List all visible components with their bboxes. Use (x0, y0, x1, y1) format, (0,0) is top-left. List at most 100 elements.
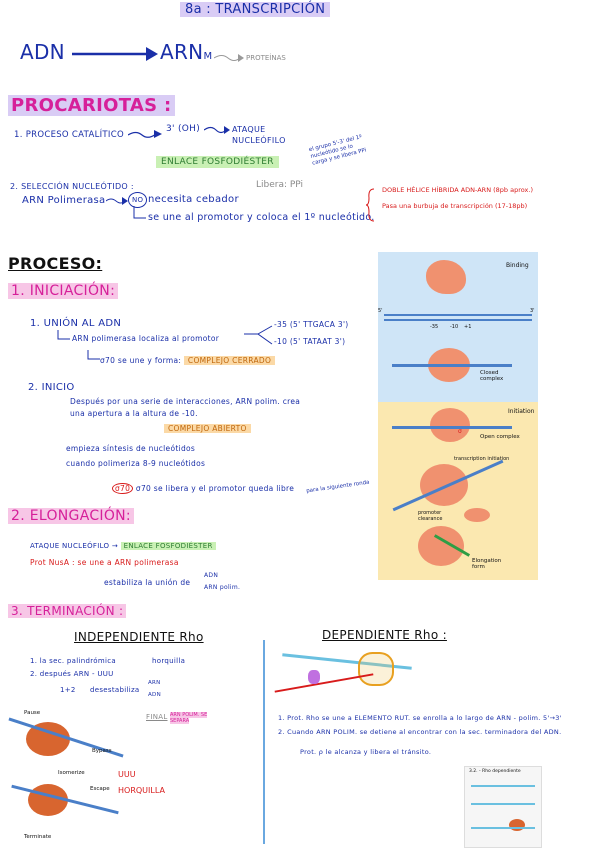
dna-line-3 (392, 426, 512, 429)
complejo-abierto: COMPLEJO ABIERTO (164, 424, 251, 433)
doble-helice: DOBLE HÉLICE HÍBRIDA ADN-ARN (8pb aprox.… (382, 186, 533, 194)
dep3: Prot. ρ le alcanza y libera el tránsito. (300, 748, 431, 756)
ind-horquilla: horquilla (152, 657, 186, 665)
fig-elongation: Elongation form (472, 558, 502, 570)
dep-thumb-line3 (471, 827, 535, 829)
enlace-text: ENLACE FOSFODIÉSTER (156, 156, 279, 168)
estabiliza-arn: ARN polim. (204, 584, 241, 591)
arn-label: ARNM (160, 40, 212, 64)
rho-protein (308, 670, 320, 684)
dependiente-heading: DEPENDIENTE Rho : (322, 628, 447, 642)
fig-3prime: 3' (530, 308, 535, 314)
escape-label: Escape (90, 786, 110, 792)
nusa-text: Prot NusA : se une a ARN polimerasa (30, 558, 179, 567)
fig-m10: -10 (450, 324, 459, 330)
fig-closed: Closed complex (480, 370, 504, 382)
pol-blob-1 (426, 260, 466, 294)
promotor-text: se une al promotor y coloca el 1º nucleó… (148, 212, 375, 223)
term-divider (263, 640, 265, 844)
horquilla-label: HORQUILLA (118, 786, 165, 795)
arrow-sigma (87, 350, 100, 360)
arn-sub: M (203, 51, 213, 62)
elongacion-text: 2. ELONGACIÓN: (8, 508, 134, 524)
arn-pol-separa: ARN POLIM. SE SEPARA (170, 712, 222, 724)
uuu-label: UUU (118, 770, 136, 779)
despues-text: Después por una serie de interacciones, … (70, 397, 301, 418)
cuando-polimeriza: cuando polimeriza 8-9 nucleótidos (66, 459, 206, 468)
fig-open: Open complex (480, 434, 520, 440)
fig-clearance: promoter clearance (418, 510, 443, 522)
arn-polimerasa: ARN Polimerasa (22, 195, 106, 206)
fig-tinit: transcription initiation (454, 456, 510, 462)
ind3: 1+2 (60, 686, 76, 694)
transcription-figure: Binding 5' 3' -35 -10 +1 Closed complex … (378, 252, 538, 580)
sigma-libera-wrap: σ70 σ70 se libera y el promotor queda li… (112, 483, 295, 494)
iniciacion-text: 1. INICIACIÓN: (8, 283, 119, 299)
proceso-heading: PROCESO: (8, 254, 103, 273)
dep-thumb-blob (509, 819, 525, 831)
arrow-arn-prot (214, 54, 244, 62)
elongacion-heading: 2. ELONGACIÓN: (8, 508, 134, 524)
dep3-text: Prot. ρ le alcanza y libera el tránsito. (300, 748, 432, 756)
pause-label: Pause (24, 710, 41, 716)
sigma-blob (464, 508, 490, 522)
ataque-text: ATAQUE NUCLEÓFILO (30, 542, 110, 550)
empieza-sintesis: empieza síntesis de nucleótidos (66, 444, 196, 453)
arrow-promotor (133, 206, 146, 219)
ind2: 2. después ARN - UUU (30, 670, 114, 678)
enlace2-text: ENLACE FOSFODIÉSTER (120, 542, 216, 550)
dna-line-1a (384, 314, 532, 316)
isomerize-label: Isomerize (58, 770, 85, 776)
sigma-libera-text: σ70 se libera y el promotor queda libre (135, 484, 295, 493)
dep1: 1. Prot. Rho se une a ELEMENTO RUT. se e… (278, 714, 578, 722)
brace-red (366, 188, 375, 222)
ind-arn: ARN (148, 680, 161, 686)
arrow-no (106, 197, 128, 205)
proceso-catalitico: 1. PROCESO CATALÍTICO (14, 130, 124, 140)
inicio-heading: 2. INICIO (28, 382, 75, 393)
ind-diagram: Pause Bypass Isomerize Escape Terminate (6, 708, 132, 846)
sigma-note: para la siguiente ronda (305, 479, 370, 495)
union-adn: 1. UNIÓN AL ADN (30, 318, 122, 329)
dna-line-2 (392, 364, 512, 367)
terminate-label: Terminate (24, 834, 52, 840)
fig-5prime: 5' (378, 308, 383, 314)
desestabiliza: desestabiliza (90, 686, 140, 694)
iniciacion-heading: 1. INICIACIÓN: (8, 283, 119, 299)
arn-pol-localiza: ARN polimerasa localiza al promotor (72, 334, 220, 343)
terminacion-heading: 3. TERMINACIÓN : (8, 604, 127, 618)
arrow-localiza (57, 330, 70, 340)
minus10: -10 (5' TATAAT 3') (274, 337, 346, 346)
dep-thumb-line1 (471, 785, 535, 787)
procariotas-heading-text: PROCARIOTAS : (8, 95, 175, 116)
dna-line-1b (384, 319, 532, 321)
ataque-nucleofilo: ATAQUE NUCLEÓFILO (232, 125, 286, 145)
independiente-heading: INDEPENDIENTE Rho (74, 630, 204, 644)
necesita-cebador: necesita cebador (148, 194, 239, 205)
page-title: 8a : TRANSCRIPCIÓN (174, 2, 336, 17)
seleccion-nucleotido: 2. SELECCIÓN NUCLEÓTIDO : (10, 182, 134, 191)
sigma-glyph: σ70 (112, 483, 134, 494)
sigma-une: σ70 se une y forma: COMPLEJO CERRADO (100, 356, 276, 365)
nusa-line: Prot NusA : se une a ARN polimerasa (30, 558, 179, 567)
final-label: FINAL (146, 713, 168, 721)
fig-p1: +1 (464, 324, 472, 330)
terminacion-text: 3. TERMINACIÓN : (8, 604, 127, 618)
dep2: 2. Cuando ARN POLIM. se detiene al encon… (278, 728, 588, 736)
arrow-catalitico (128, 130, 162, 138)
ataque-line: ATAQUE NUCLEÓFILO → ENLACE FOSFODIÉSTER (30, 542, 216, 550)
complejo-cerrado: COMPLEJO CERRADO (183, 356, 276, 365)
brace-promotor (244, 325, 273, 345)
title-text: 8a : TRANSCRIPCIÓN (180, 2, 331, 17)
dep1-text: 1. Prot. Rho se une a ELEMENTO RUT. se e… (278, 714, 562, 722)
complejo-abierto-wrap: COMPLEJO ABIERTO (164, 424, 251, 433)
no-circle: NO (128, 192, 148, 208)
dep-diagram (272, 648, 418, 702)
estabiliza-adn: ADN (204, 572, 219, 579)
ind-adn: ADN (148, 692, 162, 698)
proteinas-label: PROTEÍNAS (246, 54, 286, 62)
dep2-text: 2. Cuando ARN POLIM. se detiene al encon… (278, 728, 562, 736)
minus35: -35 (5' TTGACA 3') (274, 320, 349, 329)
dep-rna (274, 673, 374, 693)
bypass-label: Bypass (92, 748, 112, 754)
